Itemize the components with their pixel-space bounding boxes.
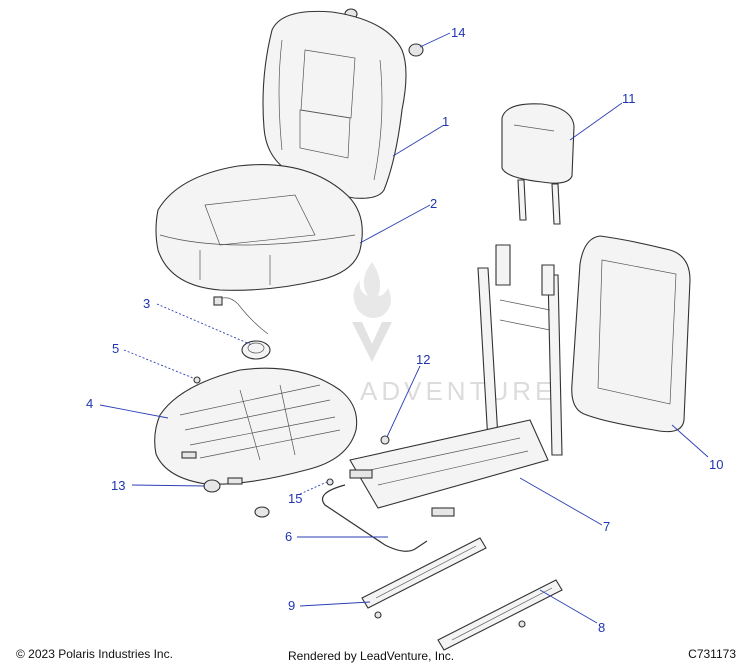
leader-lines [99,32,709,624]
callout-3: 3 [143,296,150,311]
part-6-release-bar [321,484,428,552]
callouts: 1 2 3 4 5 6 7 8 9 10 11 12 13 14 15 [86,25,723,635]
hardware [193,376,390,518]
part-1-seat-back [262,10,407,199]
callout-15: 15 [288,491,302,506]
part-3-seat-switch [213,296,271,360]
part-8-slide-rail [437,579,563,651]
watermark-text: ADVENTURE [360,376,556,406]
callout-10: 10 [709,457,723,472]
part-11-headrest [501,103,575,225]
callout-13: 13 [111,478,125,493]
watermark: ADVENTURE [352,262,556,406]
copyright-text: © 2023 Polaris Industries Inc. [16,647,173,661]
callout-8: 8 [598,620,605,635]
part-2-seat-bottom [155,164,363,291]
callout-5: 5 [112,341,119,356]
part-7-seat-frame [349,244,563,517]
callout-4: 4 [86,396,93,411]
part-10-back-panel [571,235,691,433]
callout-6: 6 [285,529,292,544]
callout-11: 11 [622,91,636,106]
rendered-by-text: Rendered by LeadVenture, Inc. [288,649,455,663]
callout-1: 1 [442,114,449,129]
part-9-slide-rail [361,537,487,619]
callout-2: 2 [430,196,437,211]
callout-7: 7 [603,519,610,534]
callout-12: 12 [416,352,430,367]
part-4-seat-base [154,367,358,485]
callout-14: 14 [451,25,465,40]
diagram-id: C731173 [688,647,736,661]
callout-9: 9 [288,598,295,613]
